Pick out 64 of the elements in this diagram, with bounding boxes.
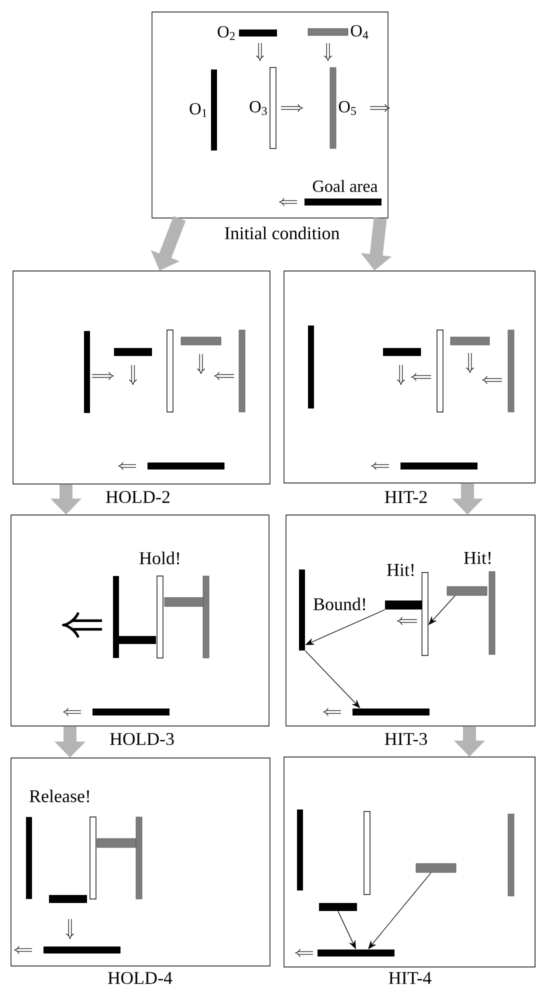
bar (364, 811, 370, 895)
event-label: Hit! (387, 564, 414, 576)
bar (26, 817, 32, 899)
panel-box (10, 758, 270, 966)
event-label: Hold! (140, 552, 180, 564)
event-label: Bound! (314, 598, 366, 610)
bar (385, 600, 423, 610)
panel-caption: Initial condition (224, 226, 340, 240)
event-label: Release! (30, 790, 90, 802)
bar (308, 28, 348, 36)
object-label: O$_{3}$ (250, 101, 267, 115)
bar (96, 838, 138, 848)
bar (202, 576, 210, 658)
panel-caption: HOLD-2 (106, 490, 170, 504)
bar (92, 708, 170, 716)
bar (166, 330, 174, 412)
panel-box (284, 270, 536, 484)
bar (508, 814, 514, 896)
bar (270, 67, 276, 149)
object-label: O$_{2}$ (218, 26, 235, 40)
panel-caption: HIT-3 (384, 732, 427, 746)
bar (319, 903, 357, 911)
panel-box (10, 514, 270, 726)
bar (297, 810, 303, 890)
panel-box (12, 270, 270, 484)
object-label: O$_{4}$ (350, 25, 368, 39)
bar (238, 330, 246, 412)
panel-caption: HIT-4 (388, 972, 432, 984)
bar (49, 895, 87, 903)
bar (156, 576, 164, 658)
bar (330, 67, 336, 149)
panel-caption: HIT-2 (384, 491, 427, 503)
event-label: Hit! (464, 552, 491, 564)
bar (450, 336, 490, 346)
bar (304, 198, 382, 206)
panel-caption: HOLD-3 (110, 732, 174, 746)
object-label: O$_{1}$ (190, 103, 207, 117)
bar (383, 348, 421, 356)
bar (113, 576, 119, 658)
bar (308, 326, 314, 408)
bar (422, 572, 428, 656)
bar (416, 863, 456, 873)
bar (114, 348, 152, 356)
bar (211, 70, 217, 150)
bar (148, 462, 224, 470)
bar (164, 597, 204, 607)
bar (118, 636, 156, 644)
goal-label: Goal area (312, 180, 378, 192)
bar (90, 816, 96, 900)
bar (446, 586, 488, 596)
bar (436, 330, 444, 412)
panel-box (152, 12, 388, 218)
panel-box (284, 756, 536, 968)
panel-caption: HOLD-4 (108, 972, 172, 984)
bar (239, 30, 277, 36)
bar (136, 816, 142, 900)
bar (44, 946, 120, 954)
bar (508, 330, 514, 412)
bar (400, 462, 478, 470)
bar (180, 336, 222, 346)
bar (488, 571, 496, 655)
object-label: O$_{5}$ (338, 101, 356, 115)
bar (84, 331, 90, 413)
panel-box (286, 514, 536, 726)
